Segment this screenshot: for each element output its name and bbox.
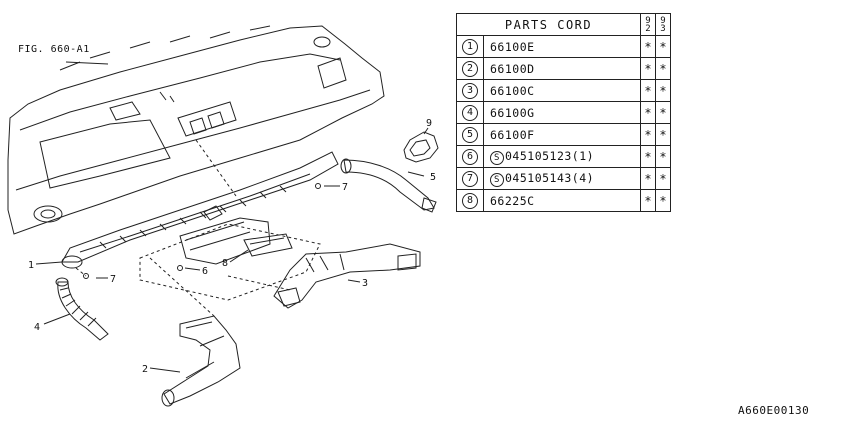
- part-code-cell: 66100C: [483, 79, 641, 102]
- year-col-92: 9 2: [640, 13, 656, 36]
- callout-6: 6: [202, 266, 208, 277]
- screw-7-left: [83, 273, 89, 279]
- part-code-cell: 66100G: [483, 101, 641, 124]
- row-number-cell: 6: [456, 145, 484, 168]
- callout-8: 8: [222, 258, 228, 269]
- mark-92: *: [640, 79, 656, 102]
- mark-93: *: [655, 189, 671, 212]
- callout-4: 4: [34, 322, 40, 333]
- mark-93: *: [655, 167, 671, 190]
- mark-93: *: [655, 101, 671, 124]
- bracket-9: [403, 131, 439, 163]
- row-number: 3: [462, 83, 478, 99]
- connection-lines: [75, 139, 321, 317]
- part-code: 66100G: [490, 105, 535, 120]
- table-row: 1 66100E **: [456, 35, 671, 58]
- row-number-cell: 7: [456, 167, 484, 190]
- mark-92: *: [640, 167, 656, 190]
- callout-5: 5: [430, 172, 436, 183]
- row-number: 7: [462, 171, 478, 187]
- mark-92: *: [640, 57, 656, 80]
- mark-92: *: [640, 35, 656, 58]
- part-code-cell: 66225C: [483, 189, 641, 212]
- row-number-cell: 3: [456, 79, 484, 102]
- callout-7-right: 7: [342, 182, 348, 193]
- row-number-cell: 1: [456, 35, 484, 58]
- row-number: 4: [462, 105, 478, 121]
- mark-93: *: [655, 145, 671, 168]
- mark-92: *: [640, 145, 656, 168]
- mark-93: *: [655, 79, 671, 102]
- part-code: 66100C: [490, 83, 535, 98]
- center-unit: [179, 205, 293, 265]
- mark-93: *: [655, 35, 671, 58]
- year-col-93: 9 3: [655, 13, 671, 36]
- reference-code: A660E00130: [738, 404, 810, 417]
- standard-part-mark: S: [490, 172, 504, 187]
- part-code: 66100E: [490, 39, 535, 54]
- leader-lines: [35, 61, 429, 373]
- part-code-cell: 66100E: [483, 35, 641, 58]
- part-code: 66100F: [490, 127, 535, 142]
- part-code: 66225C: [490, 193, 535, 208]
- part-code-cell: 66100D: [483, 57, 641, 80]
- callout-9: 9: [426, 118, 432, 129]
- instrument-panel: [7, 25, 385, 235]
- screw-6: [177, 265, 183, 271]
- hose-4: [55, 277, 109, 341]
- callout-1: 1: [28, 260, 34, 271]
- part-code: 66100D: [490, 61, 535, 76]
- duct-2: [161, 315, 241, 407]
- callout-2: 2: [142, 364, 148, 375]
- table-row: 5 66100F **: [456, 123, 671, 146]
- hose-5: [340, 158, 437, 213]
- parts-diagram: 1 2 3 4 5 6 7 7 8 9: [7, 25, 439, 407]
- row-number-cell: 8: [456, 189, 484, 212]
- mark-92: *: [640, 101, 656, 124]
- figure-label: FIG. 660-A1: [18, 44, 90, 55]
- callout-7-left: 7: [110, 274, 116, 285]
- row-number-cell: 4: [456, 101, 484, 124]
- table-row: 3 66100C **: [456, 79, 671, 102]
- duct-1: [61, 151, 339, 269]
- screw-7-right: [315, 183, 321, 189]
- mark-92: *: [640, 123, 656, 146]
- table-row: 8 66225C **: [456, 189, 671, 212]
- table-header: PARTS CORD: [456, 13, 641, 36]
- part-code: 045105123(1): [505, 148, 595, 163]
- mark-93: *: [655, 123, 671, 146]
- row-number-cell: 2: [456, 57, 484, 80]
- row-number: 2: [462, 61, 478, 77]
- table-row: 4 66100G **: [456, 101, 671, 124]
- part-code-cell: 66100F: [483, 123, 641, 146]
- mark-92: *: [640, 189, 656, 212]
- part-code: 045105143(4): [505, 170, 595, 185]
- row-number: 8: [462, 193, 478, 209]
- row-number: 6: [462, 149, 478, 165]
- standard-part-mark: S: [490, 150, 504, 165]
- callout-3: 3: [362, 278, 368, 289]
- mark-93: *: [655, 57, 671, 80]
- row-number: 1: [462, 39, 478, 55]
- table-header-row: PARTS CORD 9 2 9 3: [456, 13, 671, 36]
- row-number: 5: [462, 127, 478, 143]
- row-number-cell: 5: [456, 123, 484, 146]
- table-row: 2 66100D **: [456, 57, 671, 80]
